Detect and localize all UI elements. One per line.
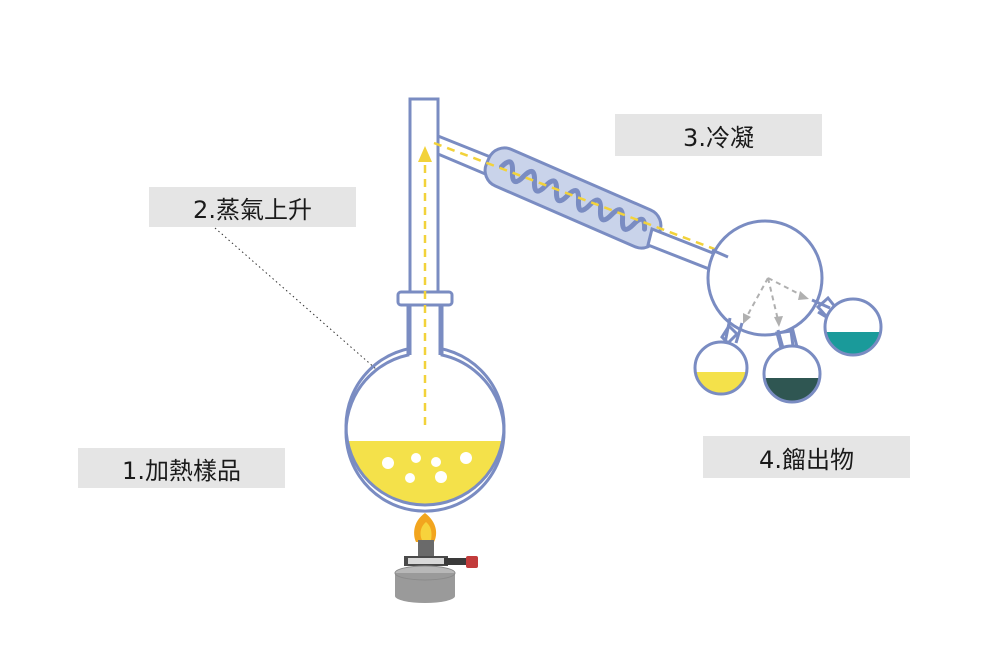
distribution-arrowheads: [743, 291, 809, 327]
vapor-arrowhead-up: [418, 146, 432, 162]
vapor-arrow-condenser: [433, 141, 734, 258]
vapor-leader-line: [214, 227, 401, 391]
flame-inner: [420, 522, 432, 540]
label-vapor-rise: 2.蒸氣上升: [149, 187, 356, 227]
distribution-arrows: [745, 277, 804, 321]
label-heat-sample: 1.加熱樣品: [78, 448, 285, 488]
receiver-flask-dark: [762, 344, 822, 404]
receiver-flask-yellow: [693, 340, 749, 396]
receiver-flask-teal: [823, 297, 883, 357]
boiling-bubbles: [382, 452, 472, 483]
bunsen-burner: [394, 513, 478, 603]
condenser-coil: [498, 159, 648, 232]
label-condense: 3.冷凝: [615, 114, 822, 156]
label-distillates: 4.餾出物: [703, 436, 910, 478]
condenser: [483, 146, 663, 250]
receiver-hub: [706, 219, 824, 337]
